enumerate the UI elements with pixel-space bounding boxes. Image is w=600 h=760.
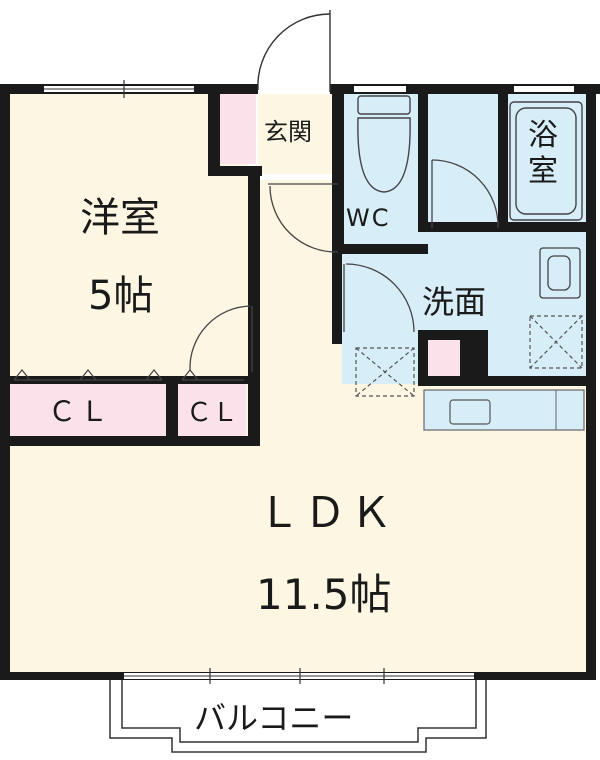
washroom-pink-block	[426, 340, 460, 380]
washroom-door	[343, 263, 415, 333]
closet-large-label: ＣＬ	[48, 395, 113, 428]
entrance-pink-block	[220, 92, 256, 164]
kitchen-counter	[423, 389, 585, 431]
closet-small-label: ＣＬ	[186, 398, 239, 428]
entrance-floor	[258, 92, 338, 174]
windows	[44, 80, 574, 684]
entrance-door	[257, 10, 331, 94]
storage-space	[355, 347, 415, 397]
bathroom-label: 浴室	[528, 118, 558, 189]
wc-label: WC	[346, 204, 391, 232]
ldk-size: 11.5帖	[256, 570, 392, 619]
western-room-name: 洋室	[80, 195, 160, 241]
western-room-size: 5帖	[88, 273, 154, 319]
ldk-label: ＬＤＫ	[258, 488, 397, 537]
balcony-label: バルコニー	[194, 699, 354, 737]
washer-space	[529, 315, 583, 369]
room-door	[189, 305, 253, 372]
bathtub-icon	[509, 101, 583, 221]
washbasin-icon	[539, 247, 581, 299]
balcony	[109, 680, 487, 753]
bathroom-floor	[504, 92, 588, 228]
hall-floor	[428, 92, 504, 232]
closet-doors	[13, 369, 244, 381]
sink-icon	[449, 399, 491, 425]
closet-small-floor	[178, 384, 246, 440]
washroom-label: 洗面	[422, 283, 487, 321]
closet-large-floor	[8, 384, 168, 440]
hall-door	[431, 159, 499, 229]
wc-door	[268, 183, 339, 253]
entrance-label: 玄関	[264, 118, 312, 146]
toilet-icon	[357, 95, 411, 193]
